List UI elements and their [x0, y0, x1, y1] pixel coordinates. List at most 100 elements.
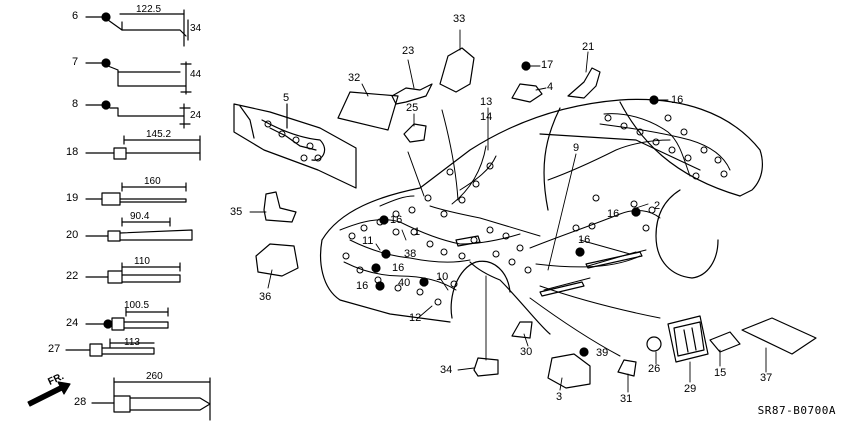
part-4: [511, 83, 543, 103]
callout-1: 1: [414, 226, 421, 238]
clip-19: [85, 182, 187, 206]
part-33: [439, 47, 475, 93]
part-16-e: [375, 281, 385, 291]
part-harness-strip-b: [539, 281, 585, 297]
callout-13: 13: [480, 96, 493, 108]
part-16-a: [649, 95, 659, 105]
part-harness-strip-c: [455, 235, 481, 247]
car-body: [319, 98, 763, 335]
harness-connectors: [264, 114, 728, 306]
callout-28: 28: [74, 396, 87, 408]
part-39: [579, 347, 589, 357]
diagram-code: SR87-B0700A: [757, 404, 836, 417]
part-23: [391, 83, 433, 105]
callout-31: 31: [620, 393, 633, 405]
dim-8-height: 24: [190, 110, 202, 121]
clip-22: [85, 262, 181, 284]
callout-15: 15: [714, 367, 727, 379]
callout-17: 17: [541, 59, 554, 71]
callout-40: 40: [398, 277, 411, 289]
callout-16f: 16: [578, 234, 591, 246]
rear-harness-5: [233, 103, 357, 189]
callout-4: 4: [547, 81, 554, 93]
part-31: [617, 359, 637, 377]
clip-7: [85, 58, 192, 95]
callout-23: 23: [402, 45, 415, 57]
part-37: [741, 317, 817, 355]
callout-33: 33: [453, 13, 466, 25]
dim-6-length: 122.5: [136, 4, 162, 15]
callout-30: 30: [520, 346, 533, 358]
callout-26: 26: [648, 363, 661, 375]
callout-16a: 16: [671, 94, 684, 106]
dim-27-length: 113: [124, 337, 140, 348]
part-30: [511, 321, 533, 339]
part-32: [337, 91, 399, 131]
leader-lines: [249, 29, 767, 393]
clip-27: [65, 338, 155, 357]
callout-18: 18: [66, 146, 79, 158]
dim-18-length: 145.2: [146, 129, 172, 140]
dim-28-length: 260: [146, 371, 163, 382]
dim-7-height: 44: [190, 69, 202, 80]
callout-22: 22: [66, 270, 79, 282]
callout-35: 35: [230, 206, 243, 218]
dim-24-length: 100.5: [124, 300, 150, 311]
callout-16d: 16: [392, 262, 405, 274]
callout-21: 21: [582, 41, 595, 53]
part-26: [646, 336, 662, 352]
part-38: [381, 249, 391, 259]
clip-18: [85, 135, 201, 161]
callout-39: 39: [596, 347, 609, 359]
callout-6: 6: [72, 10, 79, 22]
part-15: [709, 331, 741, 353]
part-36: [255, 243, 299, 277]
clip-20: [85, 217, 193, 242]
callout-10: 10: [436, 271, 449, 283]
callout-24: 24: [66, 317, 79, 329]
clip-8: [85, 100, 191, 129]
callout-14: 14: [480, 111, 493, 123]
dim-20-length: 90.4: [130, 211, 150, 222]
callout-16b: 16: [607, 208, 620, 220]
part-harness-strip-a: [585, 251, 643, 269]
part-3: [547, 353, 591, 389]
callout-36: 36: [259, 291, 272, 303]
callout-16e: 16: [356, 280, 369, 292]
callout-5: 5: [283, 92, 290, 104]
callout-8: 8: [72, 98, 79, 110]
callout-37: 37: [760, 372, 773, 384]
clip-6: [85, 9, 189, 47]
callout-11: 11: [362, 235, 374, 247]
dim-19-length: 160: [144, 176, 161, 187]
callout-32: 32: [348, 72, 361, 84]
part-40: [419, 277, 429, 287]
callout-16c: 16: [390, 214, 403, 226]
part-16-c: [379, 215, 389, 225]
callout-25: 25: [406, 102, 419, 114]
part-16-d: [371, 263, 381, 273]
front-arrow: [27, 381, 71, 407]
callout-38: 38: [404, 248, 417, 260]
callout-29: 29: [684, 383, 697, 395]
callout-3: 3: [556, 391, 563, 403]
harness-runs: [339, 109, 731, 357]
dim-22-length: 110: [134, 256, 150, 267]
callout-19: 19: [66, 192, 79, 204]
part-29: [667, 315, 709, 363]
part-34: [473, 357, 499, 377]
part-21: [567, 67, 601, 99]
dim-6-height: 34: [190, 23, 202, 34]
callout-20: 20: [66, 229, 79, 241]
clip-24: [85, 307, 169, 331]
clip-28: [91, 377, 211, 421]
callout-2: 2: [654, 200, 661, 212]
callout-9: 9: [573, 142, 580, 154]
callout-34: 34: [440, 364, 453, 376]
callout-7: 7: [72, 56, 79, 68]
part-16-b: [631, 207, 641, 217]
part-16-f: [575, 247, 585, 257]
part-35: [263, 191, 297, 223]
callout-12: 12: [409, 312, 422, 324]
